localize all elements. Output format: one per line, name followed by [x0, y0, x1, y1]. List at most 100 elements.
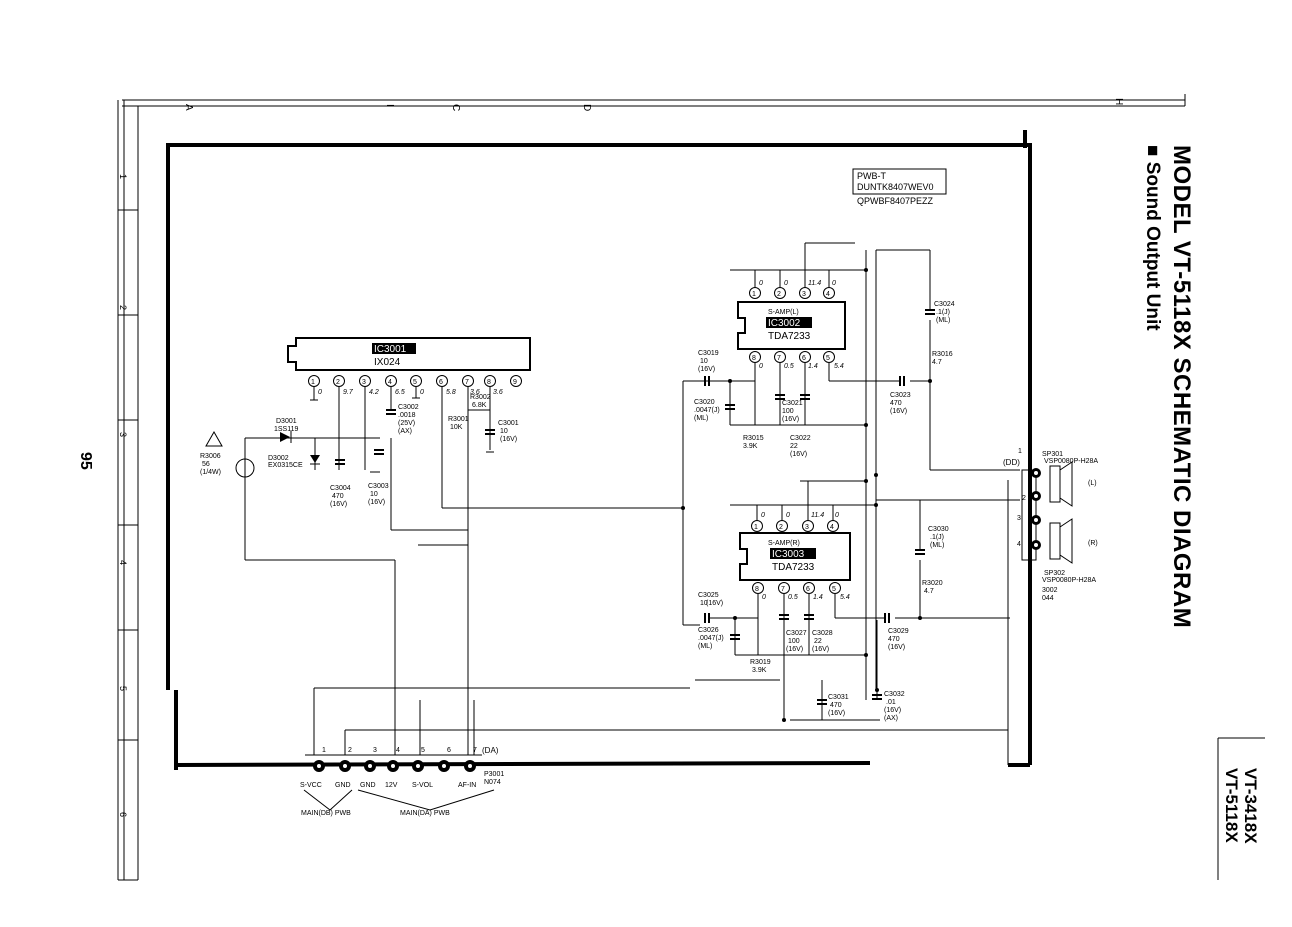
svg-text:GND: GND — [360, 782, 376, 789]
svg-text:.0018: .0018 — [398, 412, 416, 419]
svg-text:S-VCC: S-VCC — [300, 782, 322, 789]
svg-text:10K: 10K — [450, 424, 463, 431]
svg-text:SP302: SP302 — [1044, 570, 1065, 577]
svg-text:C3029: C3029 — [888, 628, 909, 635]
svg-text:.1(J): .1(J) — [930, 534, 944, 541]
svg-text:0: 0 — [762, 594, 766, 601]
svg-text:1: 1 — [311, 379, 315, 386]
svg-text:3: 3 — [1017, 515, 1021, 522]
page-number: 95 — [77, 452, 94, 470]
svg-text:(R): (R) — [1088, 540, 1098, 547]
svg-text:2: 2 — [348, 747, 352, 754]
pwb-line3: QPWBF8407PEZZ — [857, 196, 934, 206]
svg-text:(ML): (ML) — [936, 317, 950, 324]
svg-text:R3016: R3016 — [932, 351, 953, 358]
svg-text:5: 5 — [421, 747, 425, 754]
grid-row-2: 2 — [118, 305, 128, 310]
svg-text:(16V): (16V) — [884, 707, 901, 714]
svg-text:7: 7 — [473, 747, 477, 754]
svg-text:(ML): (ML) — [694, 415, 708, 422]
svg-text:0: 0 — [318, 389, 322, 396]
svg-text:(AX): (AX) — [398, 428, 412, 435]
diagram-title: MODEL VT-5118X SCHEMATIC DIAGRAM — [1168, 145, 1195, 629]
svg-text:3: 3 — [362, 379, 366, 386]
svg-text:0: 0 — [835, 512, 839, 519]
svg-text:0.5: 0.5 — [788, 594, 798, 601]
svg-text:6: 6 — [802, 355, 806, 362]
grid-row-6: 6 — [118, 812, 128, 817]
svg-text:N074: N074 — [484, 779, 501, 786]
svg-text:0: 0 — [420, 389, 424, 396]
svg-text:4: 4 — [1017, 541, 1021, 548]
ic3002-func: S-AMP(L) — [768, 309, 799, 316]
ic3001: IC3001 IX024 1 2 3 4 5 6 7 8 9 0 9.7 4.2… — [287, 337, 531, 396]
svg-text:22: 22 — [814, 638, 822, 645]
ic3002-name: IC3002 — [768, 318, 801, 329]
page-frame — [117, 94, 1186, 881]
ic3001-name: IC3001 — [374, 344, 407, 355]
svg-text:(25V): (25V) — [398, 420, 415, 427]
ic3001-pins: 1 2 3 4 5 6 7 8 9 — [308, 375, 522, 387]
ic3003-name: IC3003 — [772, 549, 805, 560]
svg-text:R3020: R3020 — [922, 580, 943, 587]
ic3001-part: IX024 — [374, 357, 401, 368]
svg-text:0: 0 — [759, 363, 763, 370]
svg-text:(16V): (16V) — [782, 416, 799, 423]
svg-text:8: 8 — [755, 586, 759, 593]
svg-text:(ML): (ML) — [930, 542, 944, 549]
svg-text:6.5: 6.5 — [395, 389, 405, 396]
svg-text:(16V): (16V) — [368, 499, 385, 506]
grid-row-3: 3 — [118, 432, 128, 437]
svg-text:R3001: R3001 — [448, 416, 469, 423]
svg-text:1: 1 — [754, 524, 758, 531]
svg-text:(16V): (16V) — [786, 646, 803, 653]
svg-text:12V: 12V — [385, 782, 398, 789]
svg-text:470: 470 — [830, 702, 842, 709]
svg-text:C3019: C3019 — [698, 350, 719, 357]
svg-text:9: 9 — [513, 379, 517, 386]
svg-text:C3002: C3002 — [398, 404, 419, 411]
svg-text:2: 2 — [1022, 495, 1026, 502]
svg-text:4.7: 4.7 — [924, 588, 934, 595]
speaker-terminals: 2 3 4 1 SP301 VSP0080P-H28A (DD) (L) (R)… — [1003, 448, 1098, 602]
grid-column-labels: A I C D H — [183, 98, 1124, 111]
svg-text:4: 4 — [830, 524, 834, 531]
svg-text:(16V): (16V) — [706, 600, 723, 607]
amp-component-labels: C3019 10 (16V) C3020 .0047(J) (ML) R3015… — [694, 301, 955, 722]
svg-text:0: 0 — [761, 512, 765, 519]
svg-text:C3020: C3020 — [694, 399, 715, 406]
svg-text:6: 6 — [439, 379, 443, 386]
ic3003: S-AMP(R) IC3003 TDA7233 1 2 3 4 0 0 11.4… — [739, 512, 851, 601]
pwb-line2: DUNTK8407WEV0 — [857, 182, 934, 192]
svg-text:C3025: C3025 — [698, 592, 719, 599]
svg-text:(16V): (16V) — [790, 451, 807, 458]
svg-text:0: 0 — [784, 280, 788, 287]
svg-text:5.4: 5.4 — [840, 594, 850, 601]
grid-row-5: 5 — [118, 686, 128, 691]
svg-text:C3022: C3022 — [790, 435, 811, 442]
svg-text:7: 7 — [781, 586, 785, 593]
svg-text:R3006: R3006 — [200, 453, 221, 460]
svg-text:4.2: 4.2 — [369, 389, 379, 396]
svg-text:100: 100 — [782, 408, 794, 415]
svg-text:C3024: C3024 — [934, 301, 955, 308]
svg-text:0: 0 — [832, 280, 836, 287]
svg-text:11.4: 11.4 — [811, 512, 824, 519]
svg-text:(ML): (ML) — [698, 643, 712, 650]
connector-p3001: 1 2 3 4 5 6 7 (DA) S-VCC GND GND 12V S-V… — [300, 746, 504, 817]
svg-text:470: 470 — [332, 493, 344, 500]
svg-text:11.4: 11.4 — [808, 280, 821, 287]
svg-text:470: 470 — [890, 400, 902, 407]
svg-text:VSP0080P-H28A: VSP0080P-H28A — [1044, 458, 1098, 465]
svg-text:C3021: C3021 — [782, 400, 803, 407]
svg-text:4: 4 — [388, 379, 392, 386]
svg-text:7: 7 — [465, 379, 469, 386]
model-1: VT-3418X — [1241, 768, 1260, 844]
svg-text:1.4: 1.4 — [813, 594, 823, 601]
svg-text:3002: 3002 — [1042, 587, 1058, 594]
svg-text:R3002: R3002 — [470, 394, 491, 401]
svg-text:(16V): (16V) — [888, 644, 905, 651]
pwb-line1: PWB-T — [857, 171, 886, 181]
svg-text:S-VOL: S-VOL — [412, 782, 433, 789]
